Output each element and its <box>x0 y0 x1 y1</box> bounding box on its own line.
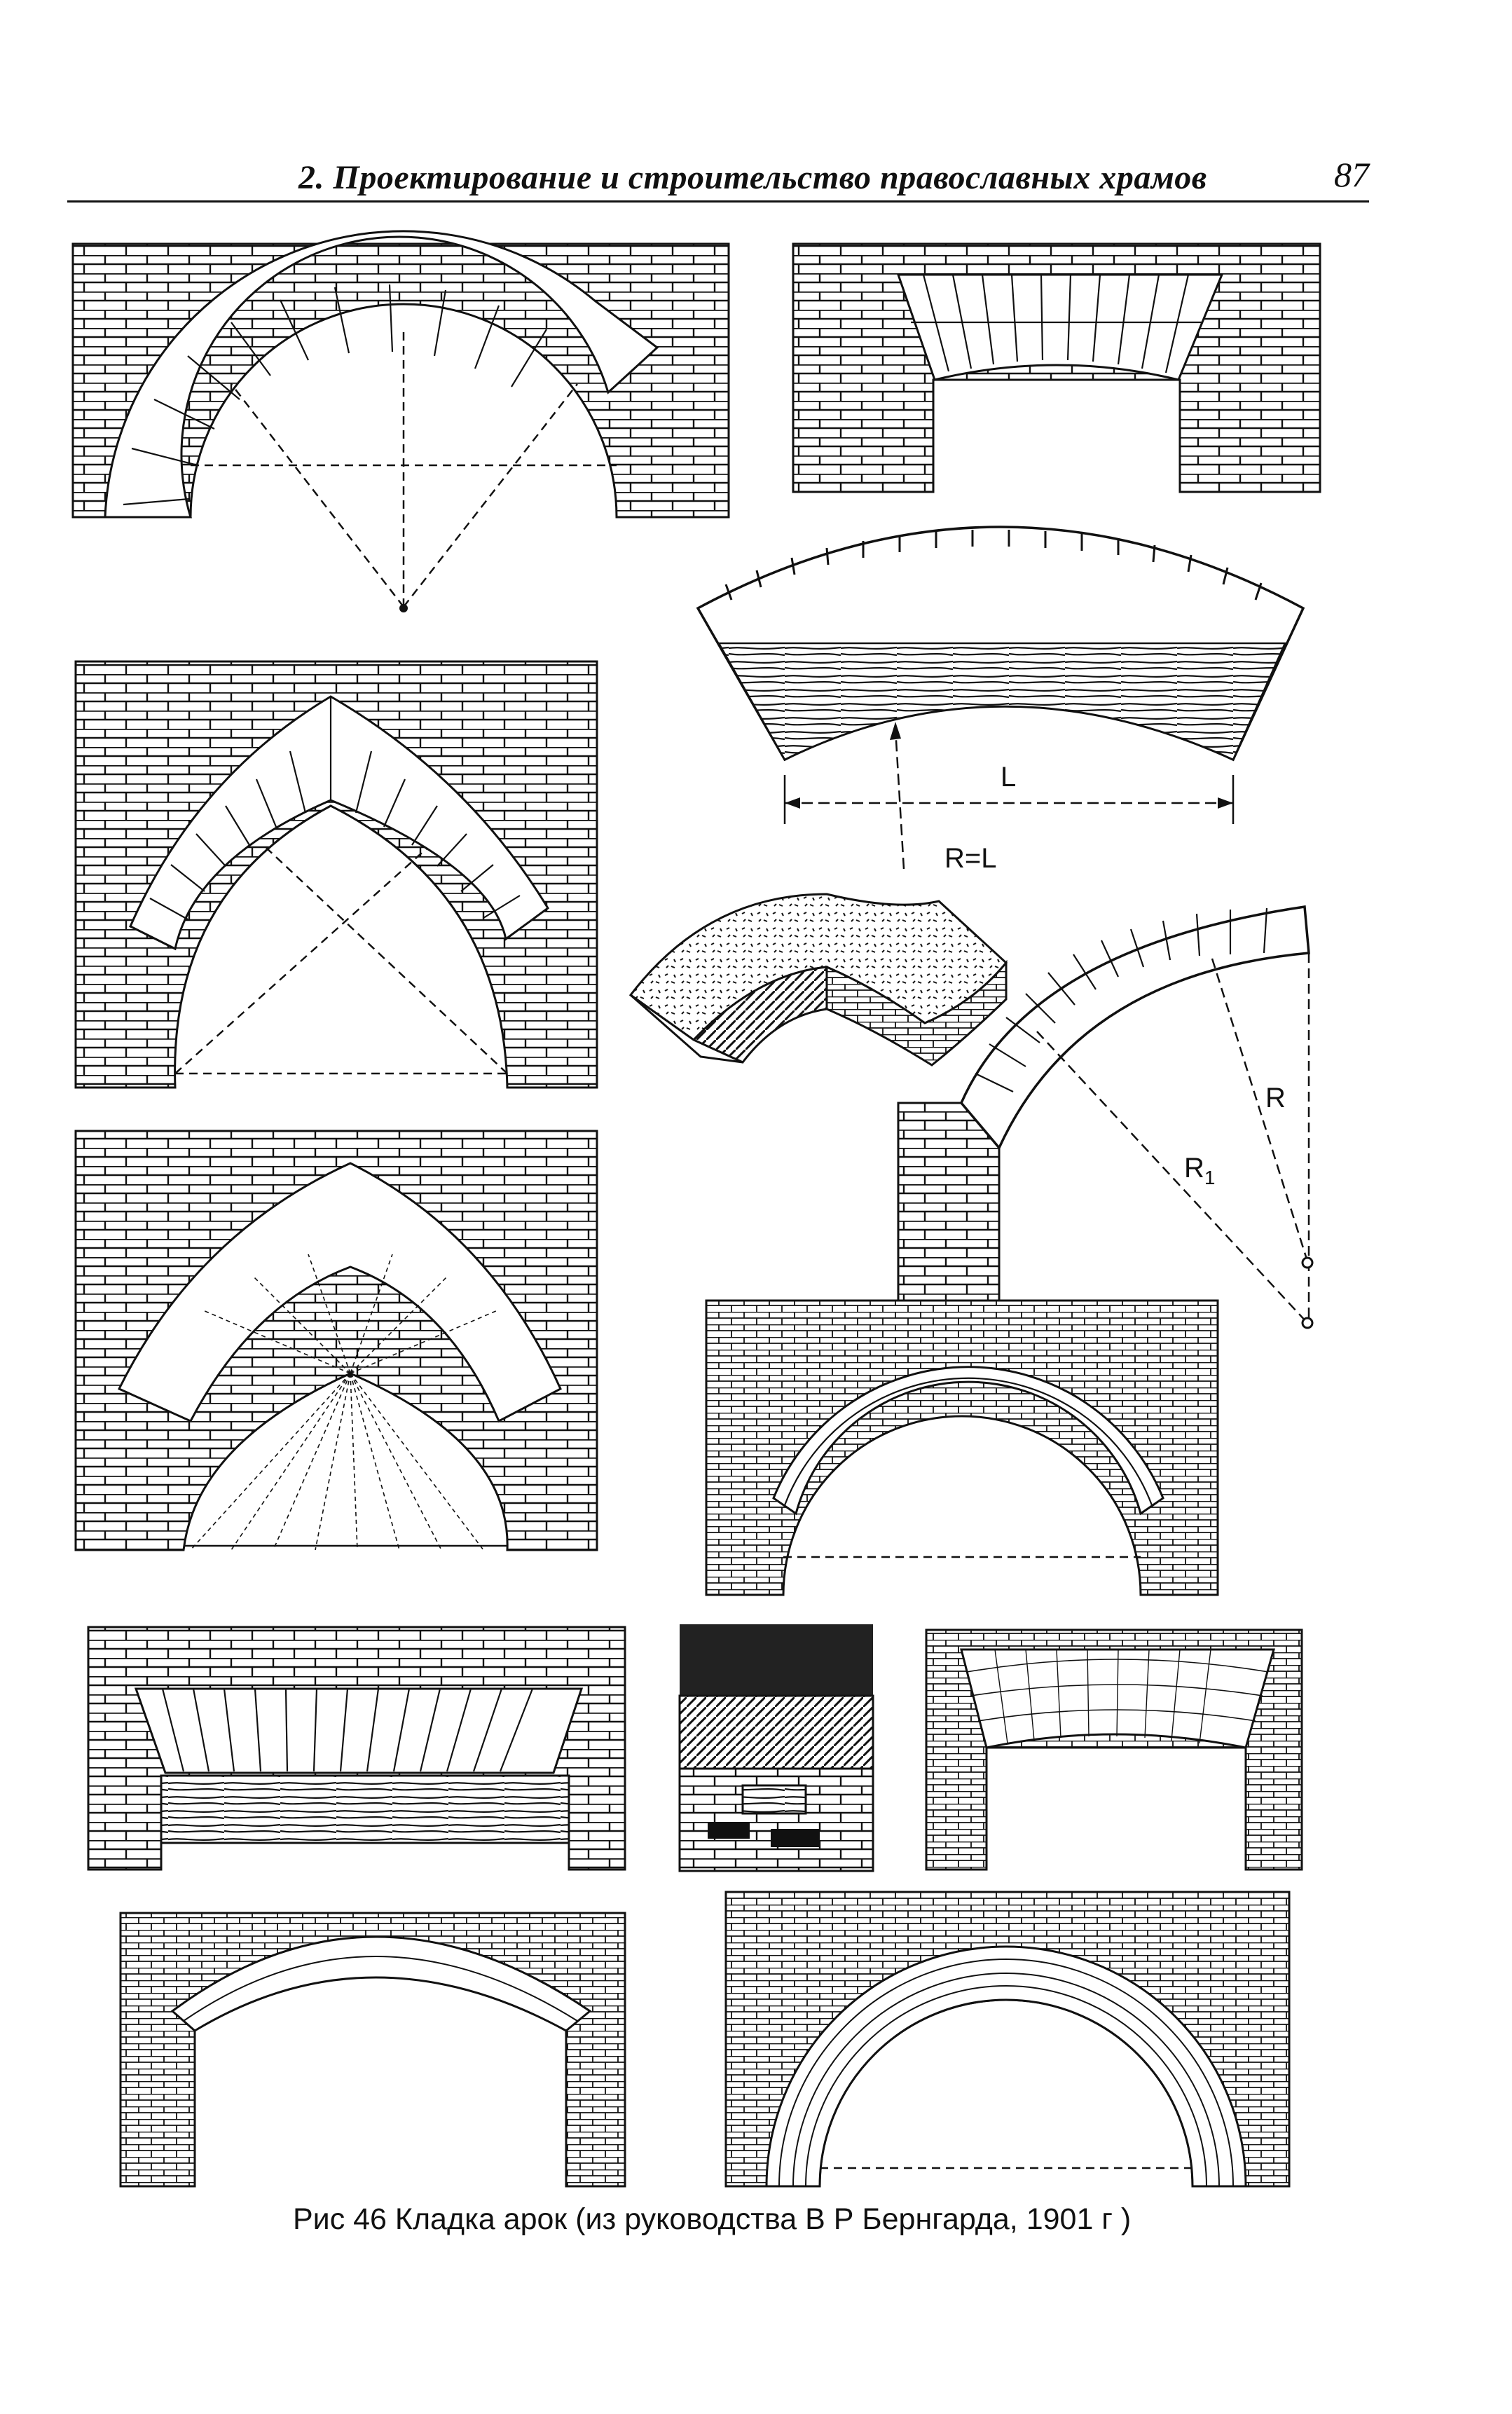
radial-arch-panel: R R1 <box>897 905 1314 1329</box>
double-ring-arch-panel <box>705 1299 1219 1596</box>
flat-arch-panel <box>792 242 1321 493</box>
span-label: L <box>1001 762 1016 793</box>
running-title: 2. Проектирование и строительство правос… <box>298 159 1207 196</box>
pointed-arch-radial-joints-panel <box>74 1130 598 1551</box>
figure-caption: Рис 46 Кладка арок (из руководства В Р Б… <box>293 2202 1132 2236</box>
barrel-vault-perspective <box>628 893 1008 1067</box>
radius-equals-span-label: R=L <box>944 843 997 874</box>
lintel-section-panel <box>678 1624 874 1872</box>
semicircular-arch-panel <box>71 230 730 612</box>
radius-label: R <box>1265 1083 1286 1113</box>
page-number: 87 <box>1334 155 1369 194</box>
header-rule <box>67 200 1369 203</box>
multi-course-flat-arch-panel <box>925 1628 1303 1871</box>
segmental-arch-panel <box>119 1912 626 2188</box>
radius-1-subscript: 1 <box>1204 1167 1216 1188</box>
centering-formwork-panel: L R=L <box>696 526 1305 874</box>
radius-1-label: R1 <box>1184 1153 1215 1188</box>
page-header: 2. Проектирование и строительство правос… <box>67 155 1369 200</box>
large-double-ring-arch-panel <box>724 1891 1291 2188</box>
radius-1-base: R <box>1184 1153 1204 1184</box>
arch-over-lintel-panel <box>87 1626 626 1871</box>
pointed-arch-panel <box>74 660 598 1089</box>
